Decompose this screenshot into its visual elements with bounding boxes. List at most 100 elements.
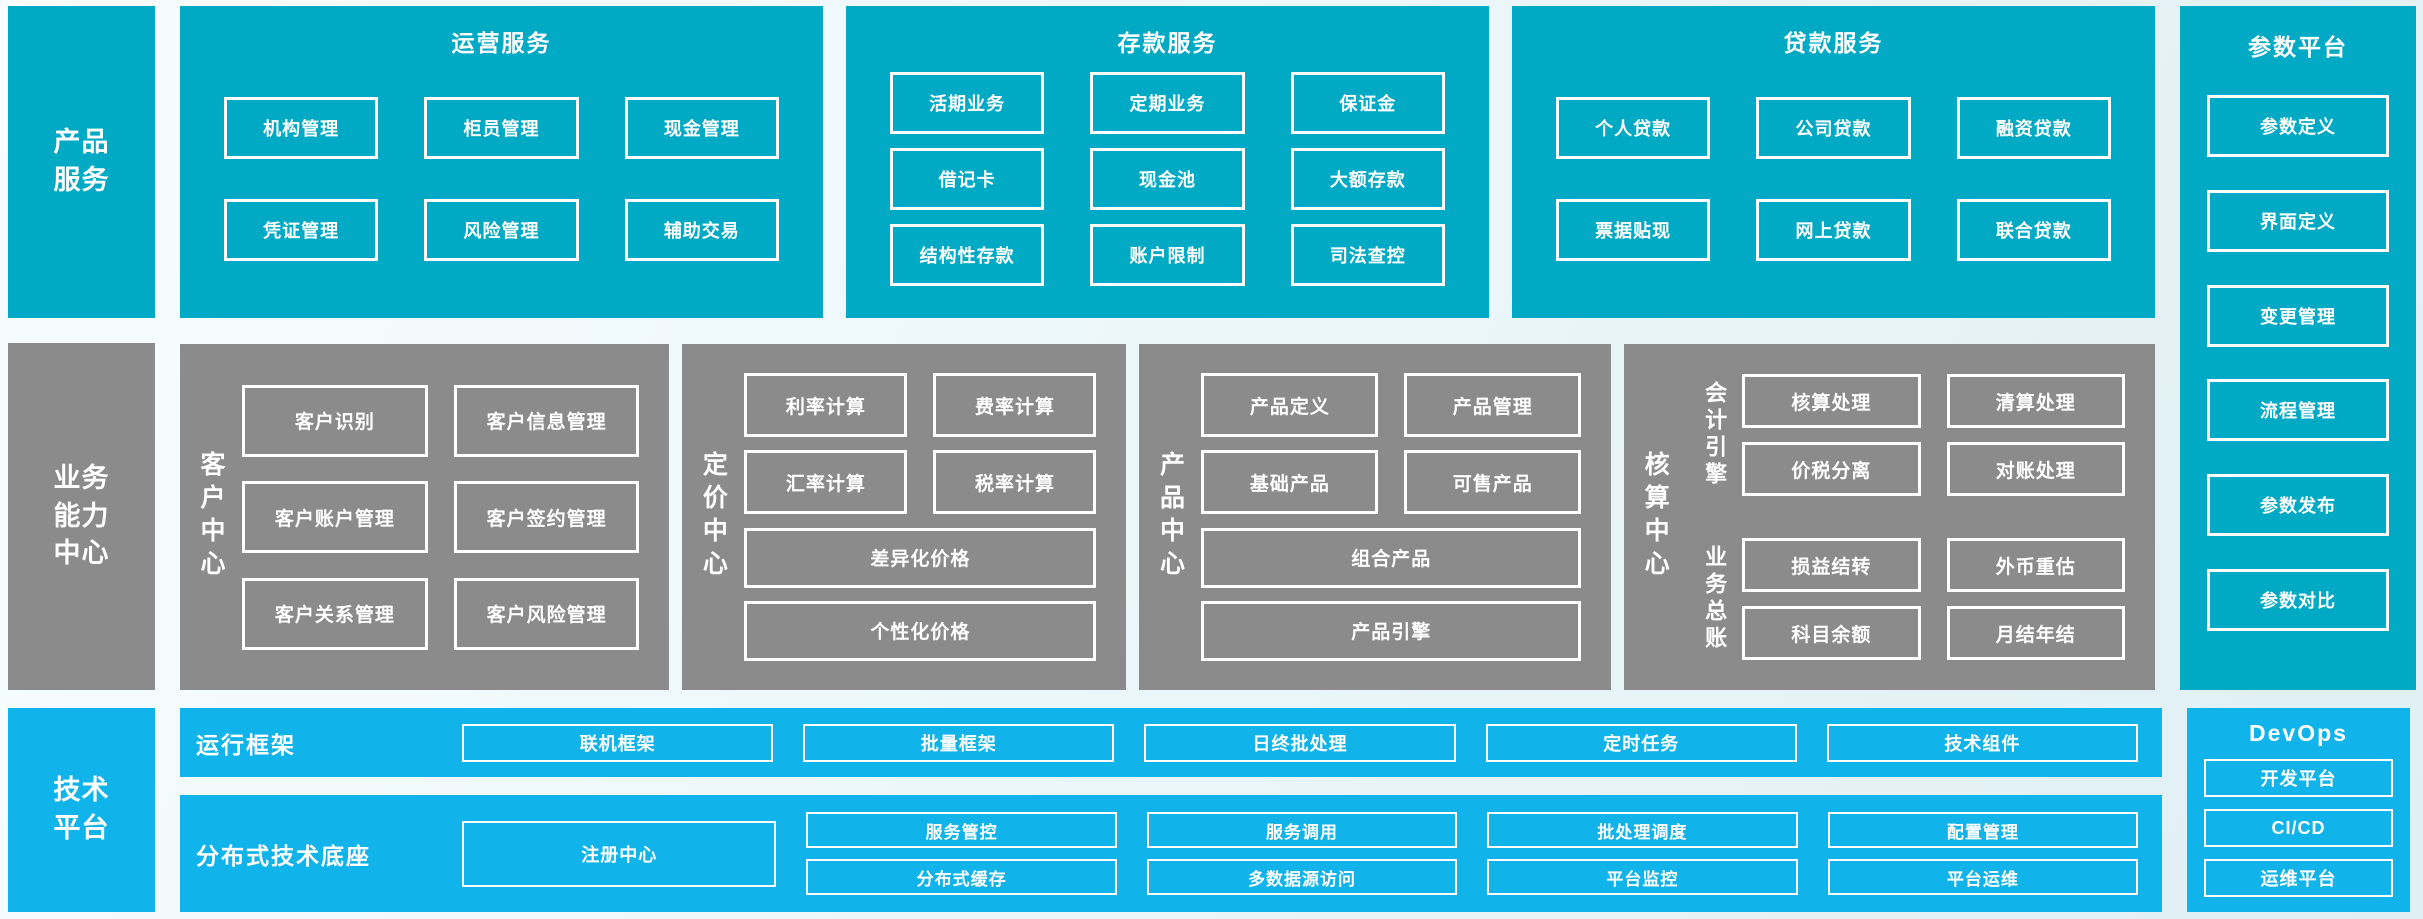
diagram-node: 日终批处理 xyxy=(1144,723,1456,762)
diagram-node: 运维平台 xyxy=(2204,859,2393,897)
diagram-node: 网上贷款 xyxy=(1756,198,1911,261)
diagram-node: 组合产品 xyxy=(1201,527,1582,588)
diagram-node: 联合贷款 xyxy=(1956,198,2111,261)
diagram-node: 个人贷款 xyxy=(1556,97,1711,160)
architecture-diagram: 产品 服务 业务 能力 中心 运营服务 机构管理 柜员管理 现金管理 凭证管理 xyxy=(8,6,2416,912)
panel-parameter-platform: 参数平台 参数定义 界面定义 变更管理 流程管理 参数发布 参数对比 xyxy=(2180,6,2416,690)
diagram-node: 平台监控 xyxy=(1487,859,1798,895)
panel-operation-services: 运营服务 机构管理 柜员管理 现金管理 凭证管理 风险管理 辅助交易 xyxy=(180,6,823,318)
panel-runtime-framework: 运行框架 联机框架 批量框架 日终批处理 定时任务 技术组件 xyxy=(180,708,2162,777)
panel-accounting-center: 核算中心 会计引擎 核算处理 清算处理 xyxy=(1624,344,2155,690)
diagram-node: 产品管理 xyxy=(1404,373,1582,438)
diagram-node: 费率计算 xyxy=(933,373,1097,438)
diagram-node: 核算处理 xyxy=(1742,374,1921,428)
diagram-node: 界面定义 xyxy=(2207,189,2389,252)
diagram-node: 产品引擎 xyxy=(1201,600,1582,661)
diagram-node: 平台运维 xyxy=(1827,859,2139,895)
technology-panels: 运行框架 联机框架 批量框架 日终批处理 定时任务 技术组件 分布式技术底座 注… xyxy=(180,708,2162,912)
diagram-node: 融资贷款 xyxy=(1956,97,2111,160)
diagram-node: 风险管理 xyxy=(424,198,579,261)
diagram-node: 客户账户管理 xyxy=(242,481,428,553)
technology-band: 技术 平台 运行框架 联机框架 批量框架 日终批处理 定时任务 技术组件 分布式… xyxy=(8,708,2416,912)
diagram-node: 定期业务 xyxy=(1090,72,1245,134)
diagram-node: 现金池 xyxy=(1090,148,1245,210)
panel-product-center: 产品中心 产品定义 产品管理 基础产品 可售产品 组合产品 产品引擎 xyxy=(1139,344,1612,690)
diagram-node: 大额存款 xyxy=(1290,148,1445,210)
diagram-node: 开发平台 xyxy=(2204,759,2393,797)
row-label-runtime-framework: 运行框架 xyxy=(196,731,296,758)
diagram-node: 利率计算 xyxy=(744,373,908,438)
vertical-label-product-center: 产品中心 xyxy=(1156,451,1185,583)
diagram-node: 柜员管理 xyxy=(424,97,579,160)
diagram-node: 客户签约管理 xyxy=(453,481,640,553)
diagram-node: 服务管控 xyxy=(806,812,1117,848)
vertical-label-accounting-engine: 会计引擎 xyxy=(1702,381,1728,489)
panel-devops: DevOps 开发平台 CI/CD 运维平台 xyxy=(2187,708,2410,912)
diagram-node: 差异化价格 xyxy=(744,527,1097,588)
diagram-node: 流程管理 xyxy=(2207,379,2389,442)
label-technology-platform: 技术 平台 xyxy=(8,708,155,912)
diagram-node: 联机框架 xyxy=(462,723,774,762)
diagram-node: 个性化价格 xyxy=(744,600,1097,661)
diagram-node: 分布式缓存 xyxy=(806,859,1117,895)
diagram-node: 月结年结 xyxy=(1946,606,2125,660)
diagram-node: 辅助交易 xyxy=(624,198,779,261)
upper-band: 产品 服务 业务 能力 中心 运营服务 机构管理 柜员管理 现金管理 凭证管理 xyxy=(8,6,2416,690)
diagram-node: 活期业务 xyxy=(890,72,1045,134)
diagram-node: 外币重估 xyxy=(1946,538,2125,592)
diagram-node: 结构性存款 xyxy=(890,224,1045,286)
label-product-services: 产品 服务 xyxy=(8,6,155,318)
vertical-label-accounting-center: 核算中心 xyxy=(1641,451,1670,583)
product-services-row: 运营服务 机构管理 柜员管理 现金管理 凭证管理 风险管理 辅助交易 xyxy=(180,6,2155,318)
diagram-node: 科目余额 xyxy=(1742,606,1921,660)
panel-pricing-center: 定价中心 利率计算 费率计算 汇率计算 税率计算 差异化价格 个性化价格 xyxy=(682,344,1127,690)
diagram-node: 参数发布 xyxy=(2207,474,2389,537)
diagram-node: 损益结转 xyxy=(1742,538,1921,592)
panel-distributed-base: 分布式技术底座 注册中心 服务管控 分布式缓存 服务调用 多数据源访问 批处理调… xyxy=(180,795,2162,912)
diagram-node: 机构管理 xyxy=(224,97,379,160)
vertical-label-business-ledger: 业务总账 xyxy=(1702,545,1728,653)
diagram-node: 注册中心 xyxy=(462,820,777,887)
diagram-node: 多数据源访问 xyxy=(1146,859,1458,895)
diagram-node: 基础产品 xyxy=(1201,450,1379,515)
diagram-node: 公司贷款 xyxy=(1756,97,1911,160)
diagram-node: CI/CD xyxy=(2204,809,2393,847)
diagram-node: 批量框架 xyxy=(803,723,1115,762)
vertical-label-customer-center: 客户中心 xyxy=(197,451,225,583)
diagram-node: 批处理调度 xyxy=(1487,812,1798,848)
diagram-node: 票据贴现 xyxy=(1556,198,1711,261)
accounting-engine-group: 会计引擎 核算处理 清算处理 价税分离 对账处理 xyxy=(1686,374,2125,496)
vertical-label-pricing-center: 定价中心 xyxy=(699,451,728,583)
diagram-node: 客户信息管理 xyxy=(453,384,640,457)
panel-customer-center: 客户中心 客户识别 客户信息管理 客户账户管理 客户签约管理 客户关系管理 xyxy=(180,344,670,690)
panel-loan-services: 贷款服务 个人贷款 公司贷款 融资贷款 票据贴现 网上贷款 联合贷款 xyxy=(1512,6,2155,318)
diagram-node: 定时任务 xyxy=(1485,723,1797,762)
diagram-node: 清算处理 xyxy=(1946,374,2125,428)
label-business-capability-center: 业务 能力 中心 xyxy=(8,343,155,690)
diagram-node: 变更管理 xyxy=(2207,284,2389,347)
business-capability-row: 客户中心 客户识别 客户信息管理 客户账户管理 客户签约管理 客户关系管理 xyxy=(180,344,2155,690)
diagram-node: 参数对比 xyxy=(2207,569,2389,632)
diagram-node: 税率计算 xyxy=(933,450,1097,515)
panel-deposit-services: 存款服务 活期业务 定期业务 保证金 借记卡 现金池 大额存款 xyxy=(846,6,1489,318)
diagram-node: 现金管理 xyxy=(624,97,779,160)
diagram-node: 参数定义 xyxy=(2207,94,2389,157)
panel-title: 参数平台 xyxy=(2248,34,2348,60)
diagram-node: 价税分离 xyxy=(1742,442,1921,496)
diagram-node: 账户限制 xyxy=(1090,224,1245,286)
panel-title: 贷款服务 xyxy=(1783,30,1884,56)
diagram-node: 客户关系管理 xyxy=(242,577,428,650)
diagram-node: 汇率计算 xyxy=(744,450,908,515)
diagram-node: 司法查控 xyxy=(1290,224,1445,286)
diagram-node: 凭证管理 xyxy=(224,198,379,261)
left-label-column: 产品 服务 业务 能力 中心 xyxy=(8,6,155,690)
diagram-node: 保证金 xyxy=(1290,72,1445,134)
diagram-node: 可售产品 xyxy=(1404,450,1582,515)
diagram-node: 产品定义 xyxy=(1201,373,1379,438)
diagram-node: 对账处理 xyxy=(1946,442,2125,496)
panel-title: 存款服务 xyxy=(1117,30,1218,56)
diagram-node: 客户识别 xyxy=(242,384,428,457)
diagram-node: 配置管理 xyxy=(1827,812,2139,848)
diagram-node: 客户风险管理 xyxy=(453,577,640,650)
diagram-node: 技术组件 xyxy=(1826,723,2139,762)
